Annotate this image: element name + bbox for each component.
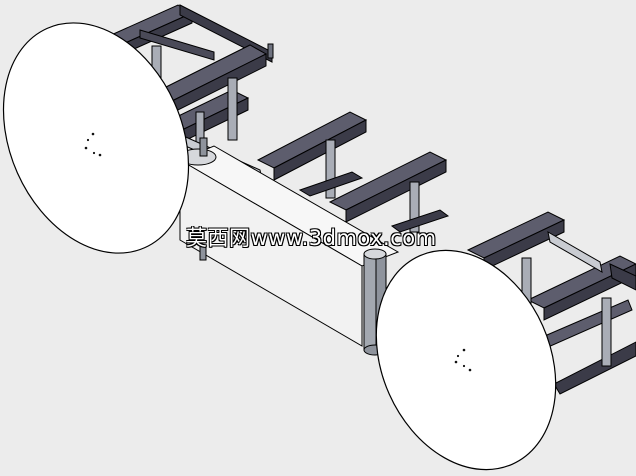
left-disc [2, 22, 190, 254]
disc-holes [84, 132, 102, 157]
center-body [178, 137, 400, 347]
right-disc [375, 249, 557, 471]
right-frame [466, 211, 636, 395]
watermark-text: 莫西网www.3dmox.com [186, 226, 437, 250]
disc-holes [454, 348, 472, 372]
center-frame [256, 111, 450, 233]
